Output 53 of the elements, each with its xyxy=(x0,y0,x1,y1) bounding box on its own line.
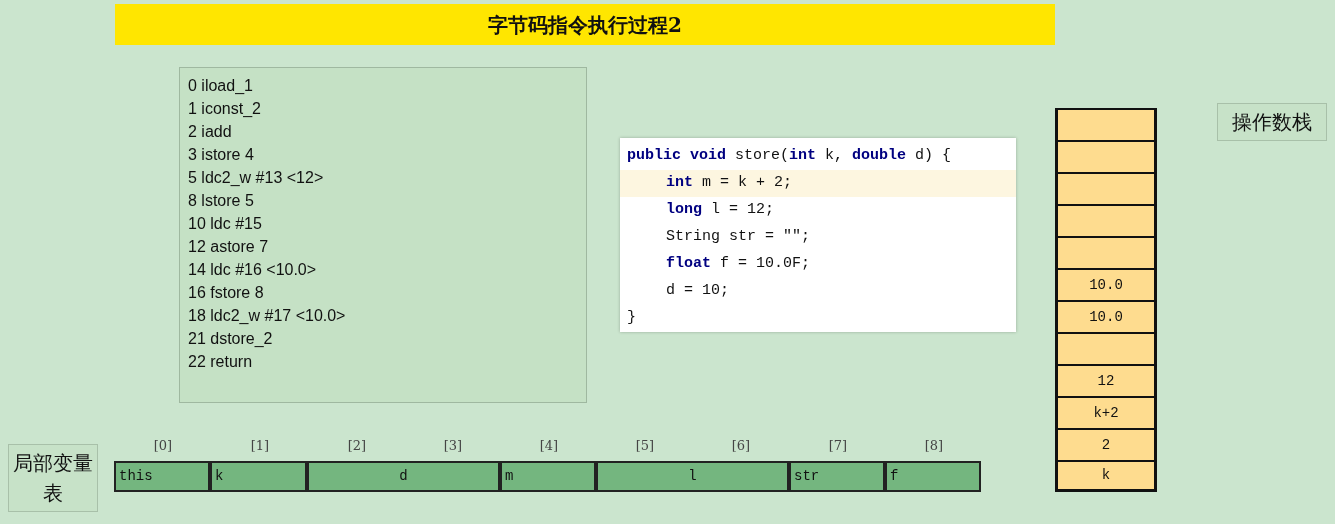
code-line: public void store(int k, double d) { xyxy=(627,146,952,167)
bytecode-line: 14 ldc #16 <10.0> xyxy=(188,260,317,280)
bytecode-panel xyxy=(179,67,587,403)
stack-slot: k xyxy=(1055,460,1157,492)
slot-index-label: [7] xyxy=(827,437,849,455)
local-variable-slot: k xyxy=(210,461,307,492)
stack-slot xyxy=(1055,108,1157,140)
code-line: int m = k + 2; xyxy=(666,173,793,194)
slot-index-label: [0] xyxy=(152,437,174,455)
stack-slot xyxy=(1055,204,1157,236)
local-variable-slot: f xyxy=(885,461,981,492)
slot-index-label: [8] xyxy=(923,437,945,455)
stack-slot xyxy=(1055,172,1157,204)
slot-index-label: [2] xyxy=(346,437,368,455)
local-variable-slot: l xyxy=(596,461,789,492)
stack-slot: k+2 xyxy=(1055,396,1157,428)
bytecode-line: 3 istore 4 xyxy=(188,145,254,165)
local-variable-slot: m xyxy=(500,461,596,492)
code-line: d = 10; xyxy=(666,281,729,302)
slot-index-label: [4] xyxy=(538,437,560,455)
code-panel xyxy=(620,138,1016,332)
section-tag: 操作数栈 xyxy=(1217,103,1327,141)
slot-index-label: [1] xyxy=(249,437,271,455)
local-variable-slot: this xyxy=(114,461,210,492)
bytecode-line: 1 iconst_2 xyxy=(188,99,261,119)
code-line: } xyxy=(627,308,636,329)
slot-index-label: [6] xyxy=(730,437,752,455)
bytecode-line: 16 fstore 8 xyxy=(188,283,264,303)
stack-slot: 2 xyxy=(1055,428,1157,460)
code-line: String str = ""; xyxy=(666,227,811,248)
bytecode-line: 22 return xyxy=(188,352,253,372)
stack-slot xyxy=(1055,140,1157,172)
bytecode-line: 10 ldc #15 xyxy=(188,214,262,234)
code-line: long l = 12; xyxy=(666,200,775,221)
stack-slot xyxy=(1055,332,1157,364)
stack-slot: 10.0 xyxy=(1055,300,1157,332)
bytecode-line: 18 ldc2_w #17 <10.0> xyxy=(188,306,346,326)
stack-slot: 10.0 xyxy=(1055,268,1157,300)
bytecode-line: 5 ldc2_w #13 <12> xyxy=(188,168,324,188)
slot-index-label: [5] xyxy=(634,437,656,455)
slot-index-label: [3] xyxy=(442,437,464,455)
bytecode-line: 12 astore 7 xyxy=(188,237,269,257)
stack-slot: 12 xyxy=(1055,364,1157,396)
title-banner: 字节码指令执行过程2 xyxy=(115,4,1055,45)
bytecode-line: 21 dstore_2 xyxy=(188,329,273,349)
section-tag: 局部变量表 xyxy=(8,444,98,512)
code-line: float f = 10.0F; xyxy=(666,254,811,275)
bytecode-line: 0 iload_1 xyxy=(188,76,253,96)
stack-slot xyxy=(1055,236,1157,268)
bytecode-line: 8 lstore 5 xyxy=(188,191,254,211)
bytecode-line: 2 iadd xyxy=(188,122,232,142)
local-variable-slot: d xyxy=(307,461,500,492)
local-variable-slot: str xyxy=(789,461,885,492)
